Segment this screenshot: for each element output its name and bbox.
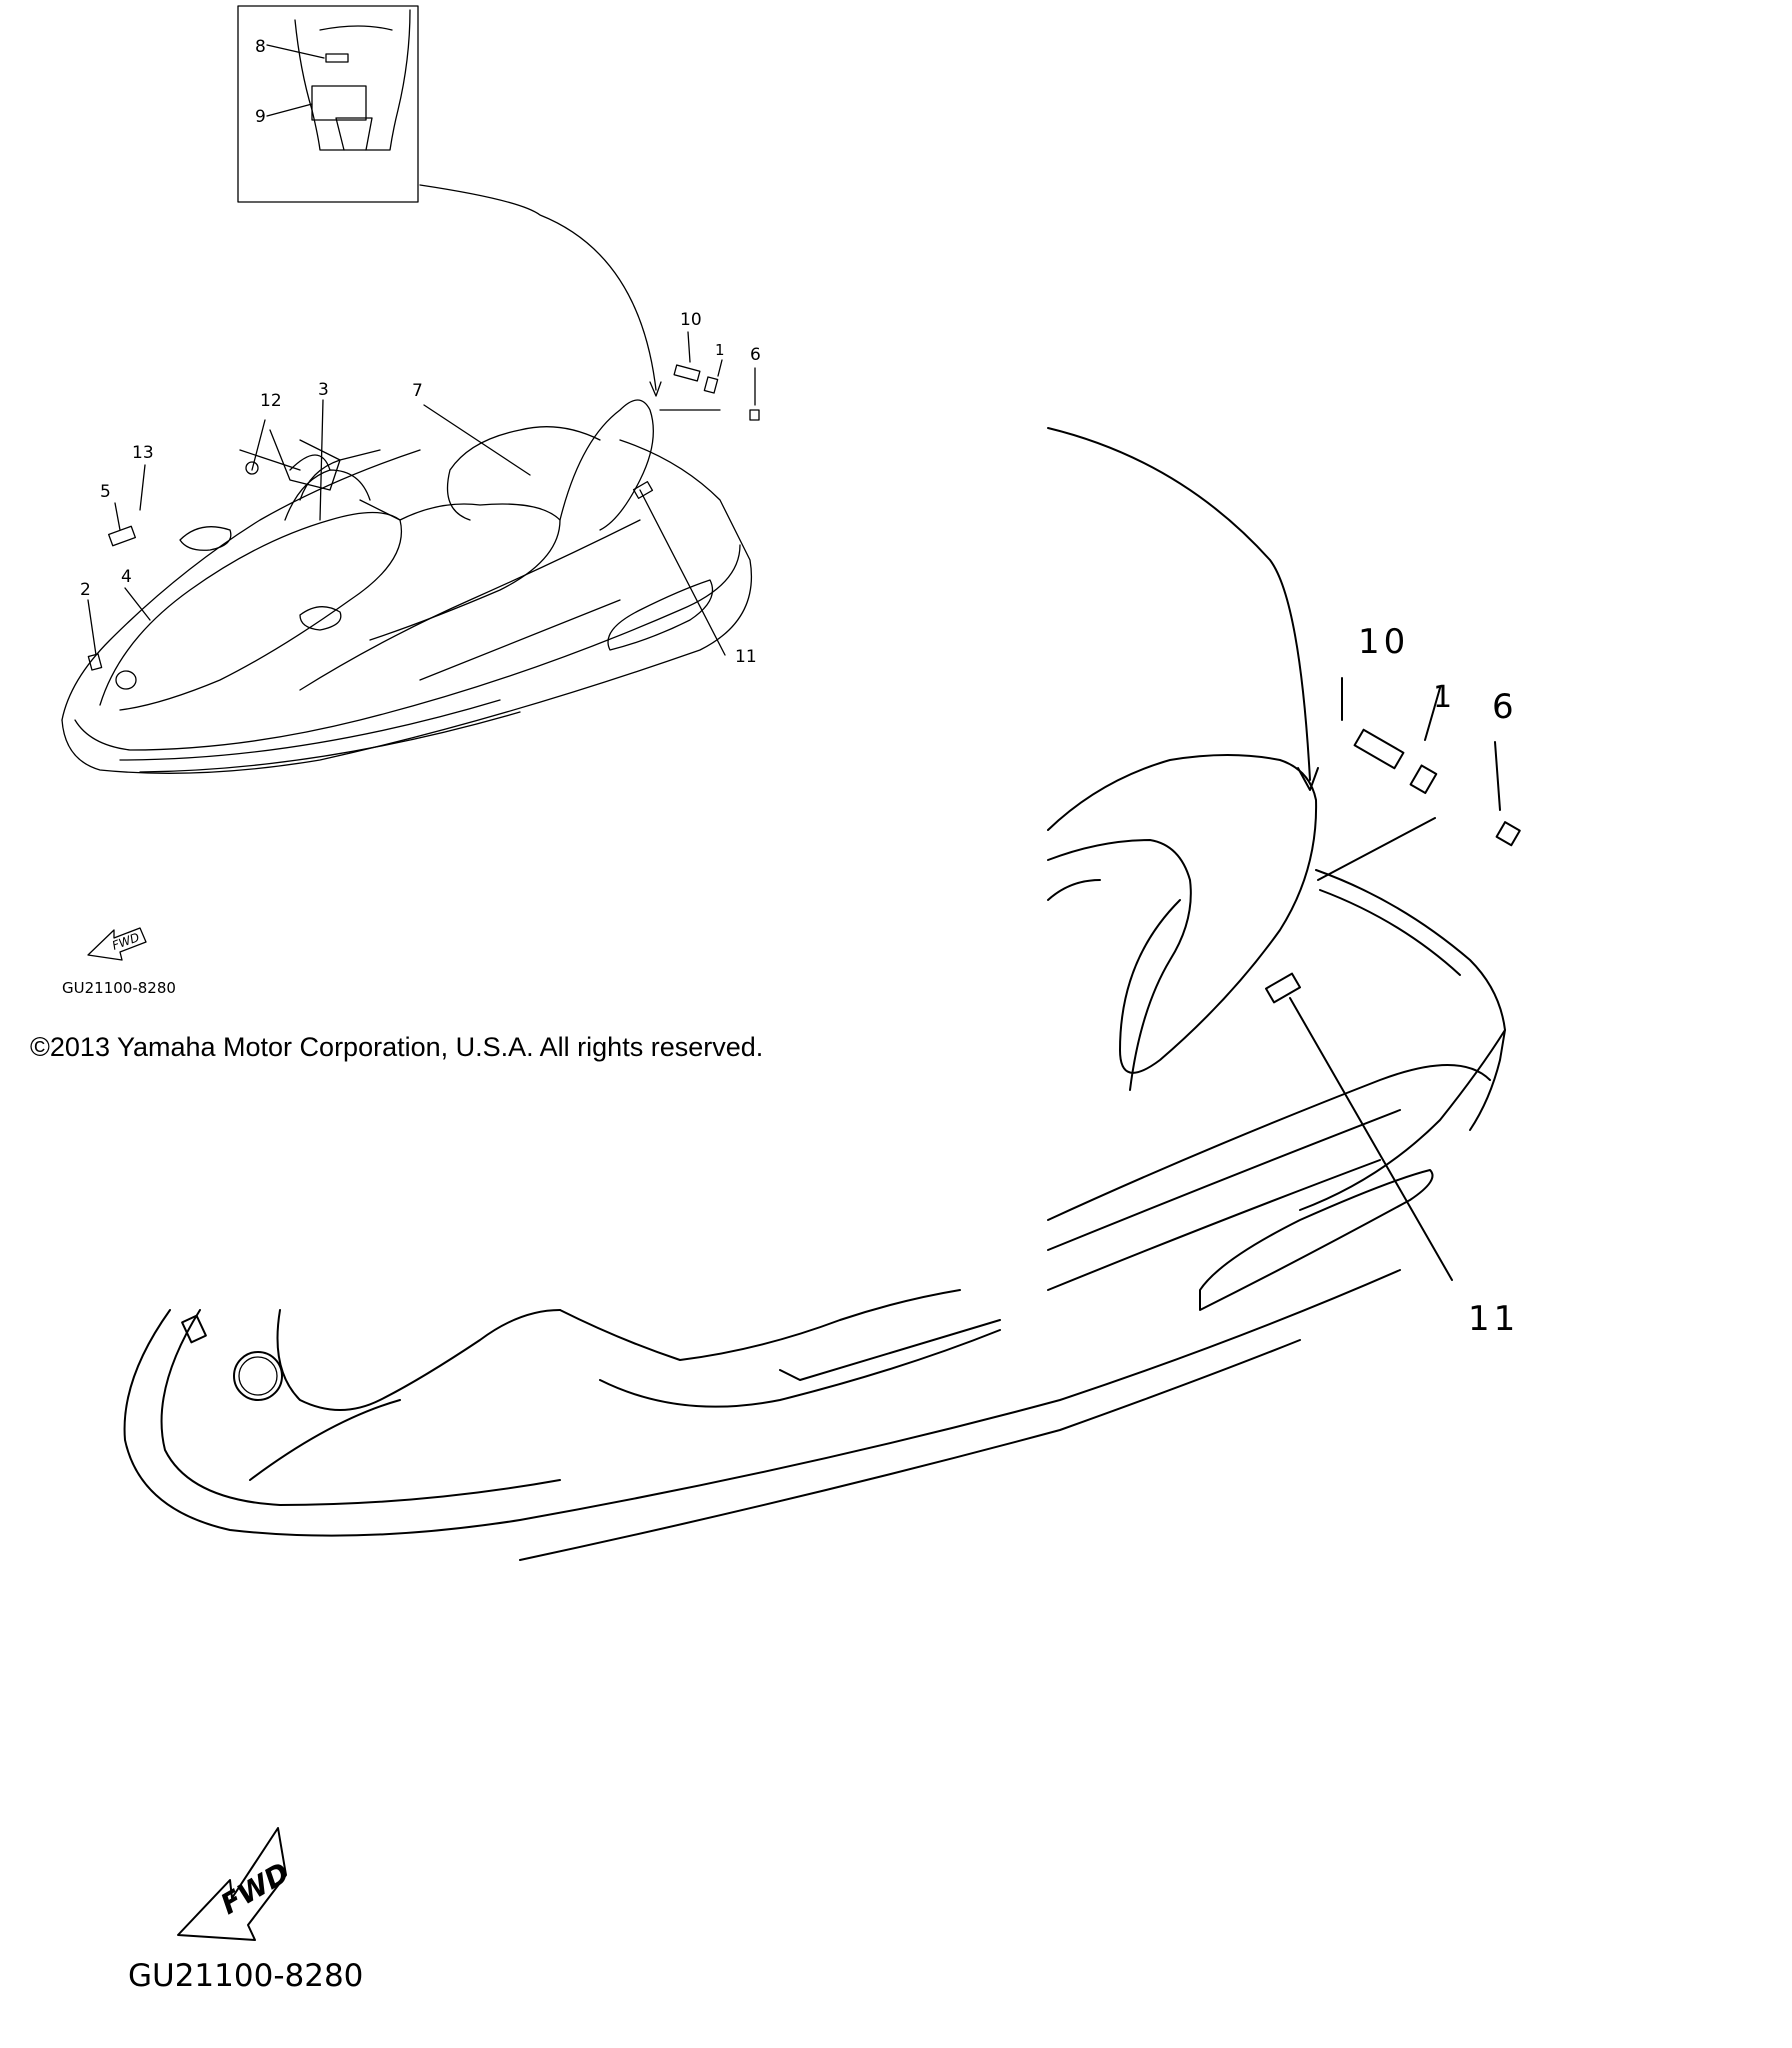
callout-13-small: 13 xyxy=(132,443,154,463)
callout-5-small: 5 xyxy=(100,482,111,502)
leader-arrow-small xyxy=(419,184,657,391)
fwd-label-large: FWD xyxy=(215,1856,295,1921)
copyright-notice: ©2013 Yamaha Motor Corporation, U.S.A. A… xyxy=(30,1032,764,1062)
callout-8-small: 8 xyxy=(255,37,266,57)
callout-4-small: 4 xyxy=(121,567,132,587)
callout-1-large: 1 xyxy=(1433,680,1452,715)
callout-3-small: 3 xyxy=(318,380,329,400)
jetski-overview xyxy=(61,399,752,774)
callout-10-large: 10 xyxy=(1358,622,1409,662)
callout-12-small: 12 xyxy=(260,391,282,411)
jetski-detail xyxy=(123,427,1521,1561)
fwd-arrow-small xyxy=(87,927,147,961)
callout-7-small: 7 xyxy=(412,381,423,401)
arrowhead-small xyxy=(649,381,662,397)
callout-10-small: 10 xyxy=(680,310,702,330)
callout-1-small: 1 xyxy=(715,341,725,359)
callout-9-small: 9 xyxy=(255,107,266,127)
leader-arrow-large xyxy=(1047,427,1311,781)
fwd-arrow-large xyxy=(177,1827,287,1941)
callout-11-small: 11 xyxy=(735,647,757,667)
callout-11-large: 11 xyxy=(1468,1299,1519,1339)
leader-lines-small xyxy=(87,331,760,671)
callout-2-small: 2 xyxy=(80,580,91,600)
part-code-large: GU21100-8280 xyxy=(128,1958,363,1994)
part-code-small: GU21100-8280 xyxy=(62,979,176,997)
callout-6-small: 6 xyxy=(750,345,761,365)
callout-6-large: 6 xyxy=(1492,687,1514,727)
inset-box xyxy=(237,5,419,203)
